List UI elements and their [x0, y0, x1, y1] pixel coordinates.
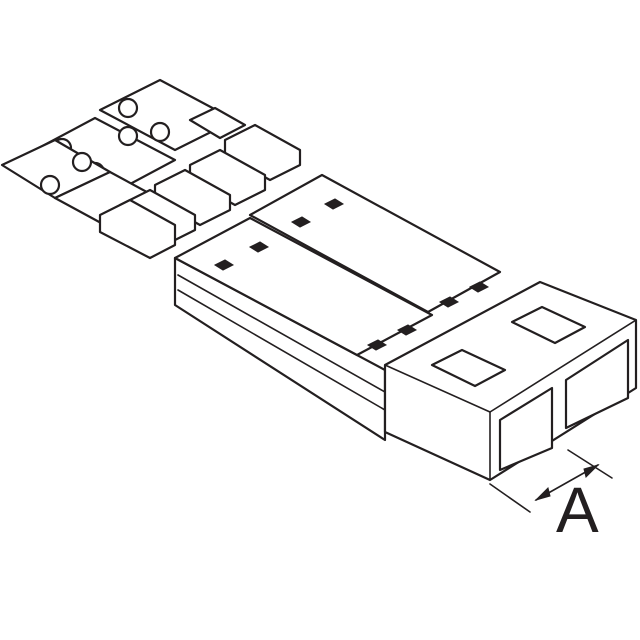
mating-end-housing: [383, 280, 638, 482]
housing-top-rear: [248, 173, 502, 314]
dimension-a: [489, 449, 613, 513]
housing-top-front: [173, 216, 434, 357]
dimension-label: A: [556, 474, 599, 546]
terminal-strip-rear: [98, 78, 247, 152]
terminal-contacts: [98, 123, 302, 260]
